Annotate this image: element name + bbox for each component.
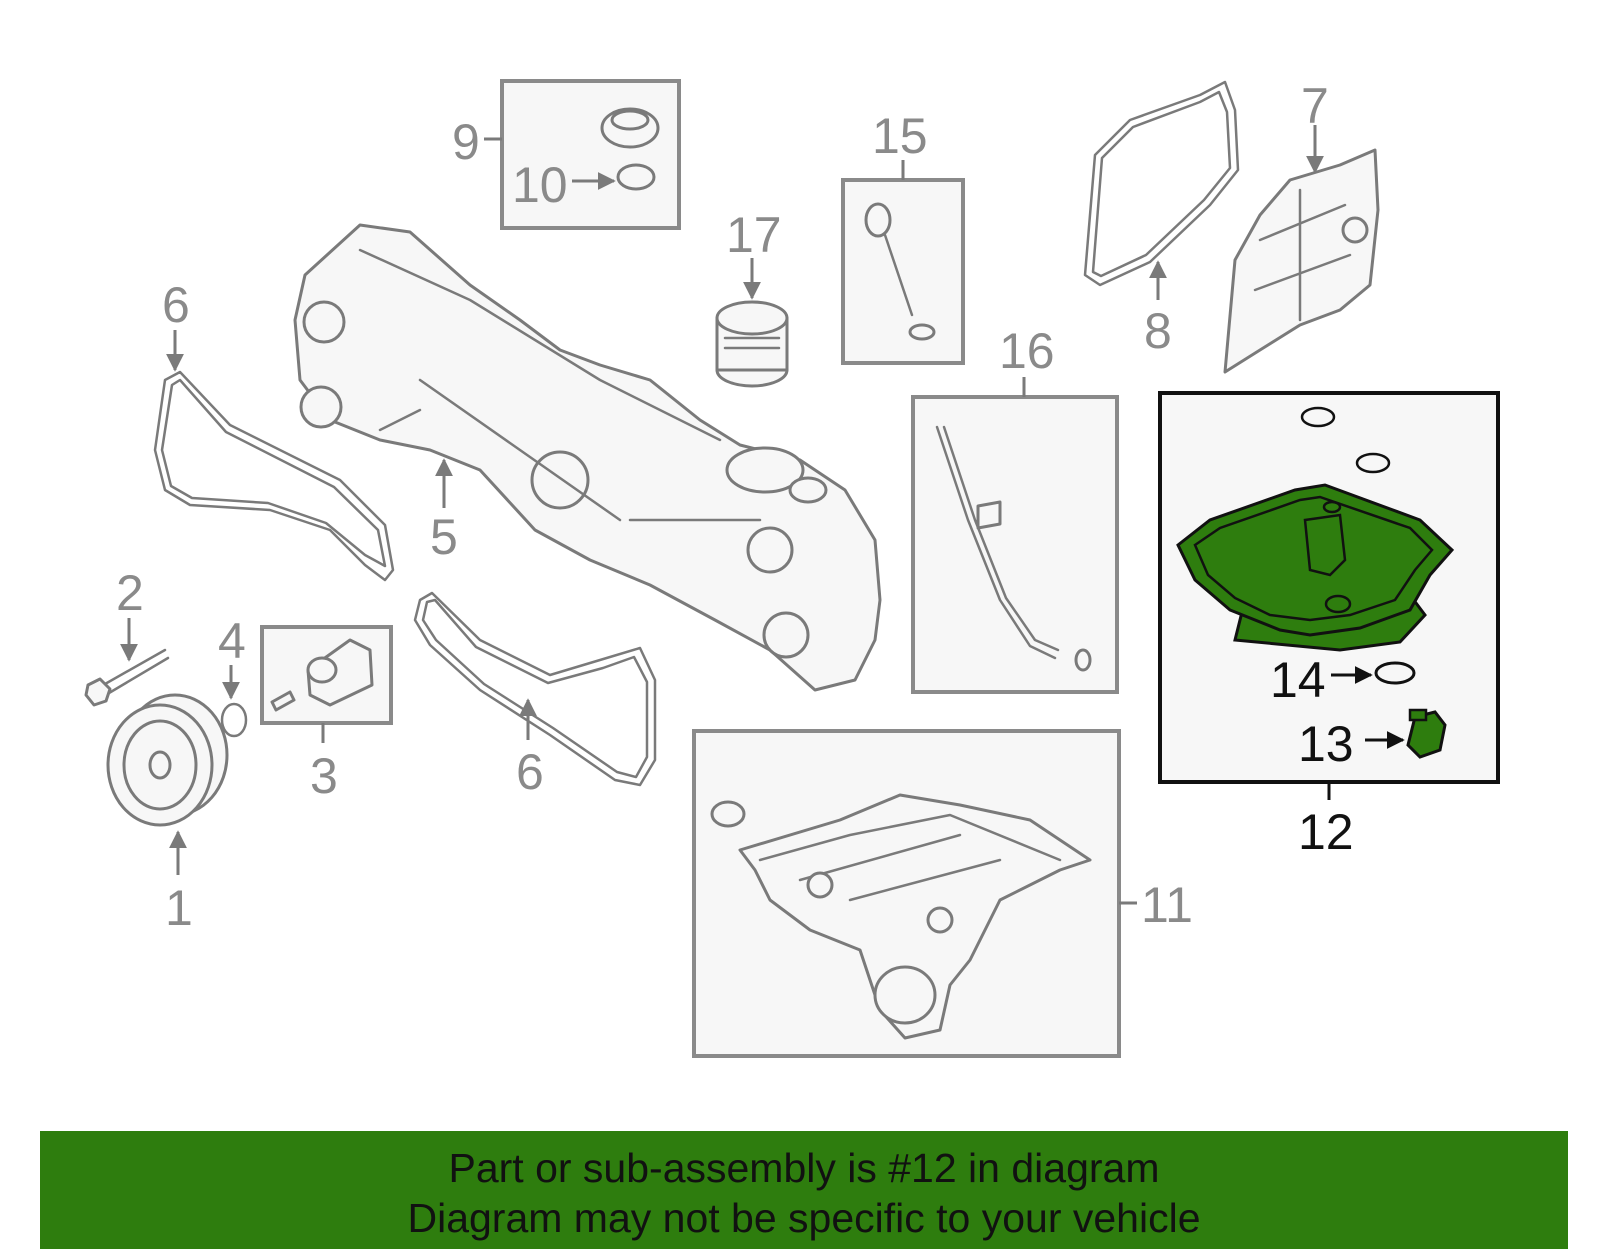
- tube-oring: [1074, 648, 1092, 672]
- timing-cover-port-1: [302, 300, 346, 344]
- oil-filter-top: [715, 300, 789, 336]
- belt-tensioner: [306, 638, 374, 707]
- valve-cover-gasket: [1083, 80, 1240, 287]
- dipstick-rod: [883, 233, 914, 317]
- timing-cover-pump: [725, 446, 805, 494]
- tensioner-pin: [270, 690, 296, 712]
- drain-plug: [1406, 710, 1447, 759]
- crank-bolt: [96, 648, 167, 690]
- oil-pan-baffle: [1303, 513, 1347, 577]
- upper-oil-pan-group[interactable]: [692, 729, 1137, 1058]
- dipstick-tube: [935, 425, 1057, 660]
- callout-9[interactable]: 9: [452, 114, 480, 170]
- timing-belt-center: [413, 591, 657, 787]
- callout-12[interactable]: 12: [1298, 804, 1354, 860]
- cap-gasket: [616, 163, 656, 191]
- timing-belt-center-group[interactable]: [413, 591, 657, 787]
- notice-line-1: Part or sub-assembly is #12 in diagram: [448, 1145, 1160, 1191]
- valve-cover-gasket-group[interactable]: [1083, 80, 1240, 300]
- callout-14[interactable]: 14: [1270, 652, 1326, 708]
- oil-filter-ribs: [723, 336, 781, 350]
- timing-cover: [293, 223, 882, 692]
- oil-pan-seal-2: [1355, 452, 1391, 474]
- crank-bolt-head: [84, 677, 112, 707]
- drain-plug-gasket: [1374, 661, 1416, 685]
- part-box-15: [841, 178, 965, 365]
- crank-pulley-hub: [148, 750, 172, 780]
- callout-6-top[interactable]: 6: [162, 277, 190, 333]
- callout-13[interactable]: 13: [1298, 716, 1354, 772]
- oil-filler-cap-top: [610, 109, 650, 131]
- oil-pan-assembly-group[interactable]: [1158, 391, 1500, 800]
- timing-cover-port-5: [762, 611, 810, 659]
- timing-cover-port-4: [746, 526, 794, 574]
- upper-oil-pan: [738, 793, 1092, 1040]
- part-box-16: [911, 395, 1119, 694]
- crank-oring: [220, 702, 248, 738]
- dipstick-group[interactable]: [841, 160, 965, 365]
- dipstick-oring: [908, 323, 936, 341]
- oil-filler-cap-group[interactable]: [484, 79, 681, 230]
- valve-cover: [1223, 148, 1380, 374]
- notice-banner: Part or sub-assembly is #12 in diagram D…: [40, 1131, 1568, 1249]
- valve-cover-group[interactable]: [1223, 125, 1380, 374]
- tube-bracket: [976, 500, 1002, 530]
- timing-belt-left: [153, 370, 395, 582]
- timing-belt-left-group[interactable]: [153, 330, 395, 582]
- upper-pan-port: [873, 965, 937, 1025]
- callout-3[interactable]: 3: [310, 748, 338, 804]
- belt-tensioner-group[interactable]: [260, 625, 393, 743]
- callout-8[interactable]: 8: [1144, 303, 1172, 359]
- callout-2[interactable]: 2: [116, 565, 144, 621]
- timing-cover-port-3: [530, 450, 590, 510]
- callout-11[interactable]: 11: [1141, 877, 1193, 933]
- notice-line-2: Diagram may not be specific to your vehi…: [407, 1195, 1201, 1241]
- crank-pulley-group[interactable]: [106, 693, 229, 875]
- crank-bolt-group[interactable]: [84, 618, 170, 707]
- dipstick-handle: [864, 202, 892, 238]
- timing-cover-port-2: [299, 385, 343, 429]
- callout-10[interactable]: 10: [512, 157, 568, 213]
- callout-7[interactable]: 7: [1301, 78, 1329, 134]
- callout-17[interactable]: 17: [726, 207, 782, 263]
- callout-6-bottom[interactable]: 6: [516, 744, 544, 800]
- callout-4[interactable]: 4: [218, 613, 246, 669]
- callout-5[interactable]: 5: [430, 509, 458, 565]
- oil-pan-seal-1: [1300, 406, 1336, 428]
- timing-cover-group[interactable]: [293, 223, 882, 692]
- oil-filter-group[interactable]: [715, 258, 789, 388]
- upper-pan-seal: [710, 800, 746, 828]
- callout-1[interactable]: 1: [165, 880, 193, 936]
- callout-15[interactable]: 15: [872, 108, 928, 164]
- crank-oring-group[interactable]: [220, 665, 248, 738]
- part-box-9: [500, 79, 681, 230]
- callout-16[interactable]: 16: [999, 323, 1055, 379]
- dipstick-tube-group[interactable]: [911, 377, 1119, 694]
